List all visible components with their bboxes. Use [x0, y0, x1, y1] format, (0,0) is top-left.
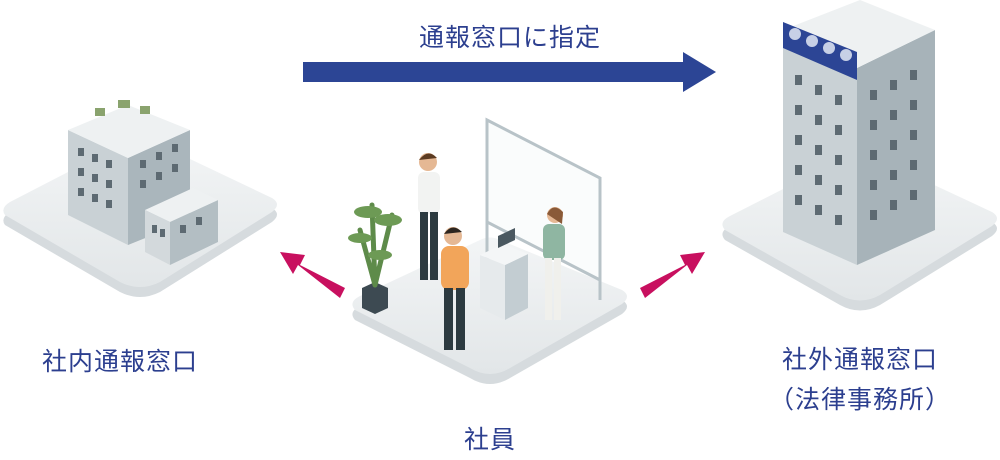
- plant: [348, 202, 402, 314]
- designation-label: 通報窓口に指定: [418, 23, 601, 52]
- whiteboard: [485, 117, 602, 300]
- internal-contact-label: 社内通報窓口: [41, 347, 198, 376]
- employee-label: 社員: [463, 425, 516, 454]
- report-arrow-internal: [280, 252, 345, 298]
- employees: [418, 153, 565, 350]
- law-firm-building: [783, 0, 935, 265]
- report-arrow-external: [640, 252, 705, 298]
- law-firm-label: （法律事務所）: [768, 385, 951, 414]
- external-contact-label: 社外通報窓口: [781, 345, 938, 374]
- designation-arrow: [303, 52, 716, 92]
- podium-with-laptop: [480, 228, 528, 320]
- internal-office-building: [68, 100, 218, 265]
